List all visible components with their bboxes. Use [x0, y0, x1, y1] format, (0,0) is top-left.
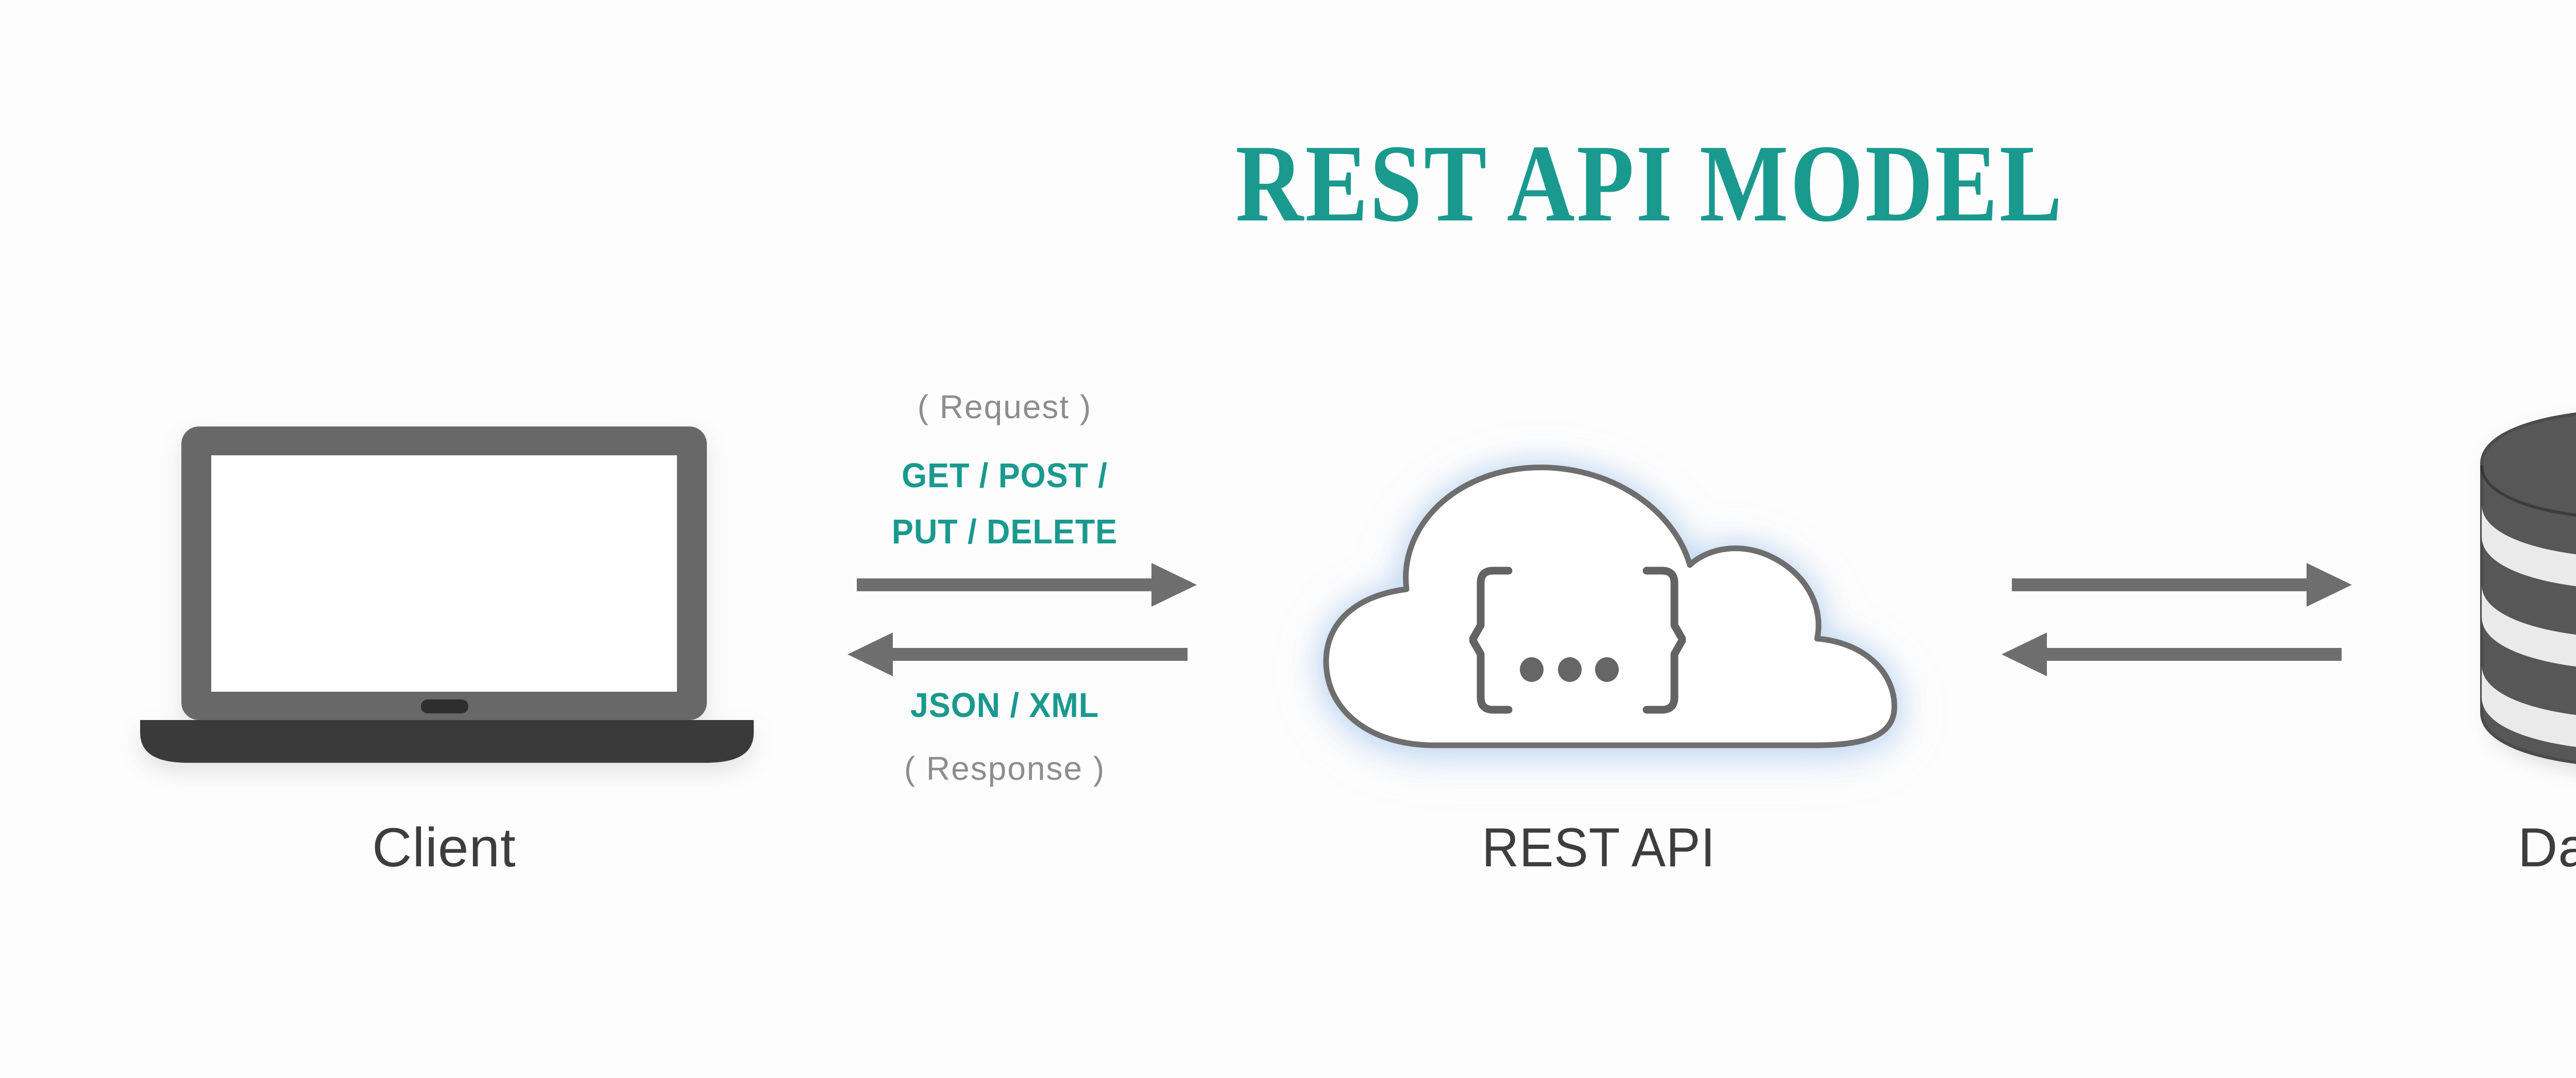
client-to-api-arrow-icon [857, 563, 1197, 607]
api-to-client-arrow-icon [848, 632, 1188, 676]
response-formats: JSON / XML [910, 686, 1099, 725]
request-methods-line2: PUT / DELETE [891, 512, 1118, 551]
rest-api-node: { ... } [1283, 444, 1914, 753]
response-caption: ( Response ) [904, 750, 1106, 787]
ellipsis-dot [1595, 657, 1619, 682]
diagram-title: REST API MODEL [1235, 122, 2064, 245]
database-icon [2480, 412, 2576, 764]
ellipsis-dot [1558, 657, 1582, 682]
client-label: Client [372, 816, 516, 878]
ellipsis-dot [1520, 657, 1544, 682]
code-braces-icon [1469, 567, 1686, 714]
database-label: Database [2517, 816, 2576, 878]
request-methods-line1: GET / POST / [902, 456, 1108, 495]
request-caption: ( Request ) [917, 388, 1092, 425]
api-to-database-arrow-icon [2012, 563, 2352, 607]
laptop-icon [140, 426, 754, 763]
rest-api-label: REST API [1482, 816, 1716, 878]
cloud-icon [1323, 465, 1897, 748]
database-to-api-arrow-icon [2002, 632, 2342, 676]
